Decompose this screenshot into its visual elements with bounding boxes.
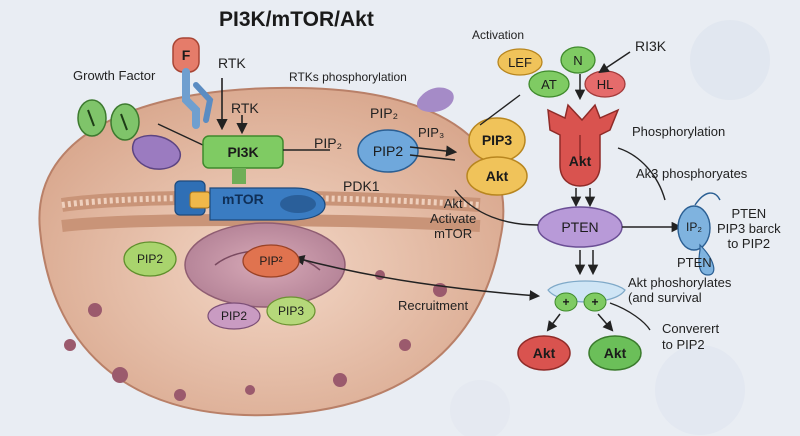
at-label: AT (541, 76, 557, 92)
activation-label: Activation (472, 28, 525, 42)
recruitment-arrow (293, 255, 541, 301)
organelle (88, 303, 102, 317)
pip2-left-label: PIP₂ (314, 135, 342, 151)
akt-bottom-right-node (588, 335, 642, 371)
akt-small-node (466, 156, 528, 196)
ri3k-label: RI3K (635, 38, 667, 54)
akt-activate-label: Akt Activate mTOR (430, 196, 477, 241)
background-blob (450, 380, 510, 436)
background-blob (655, 345, 745, 435)
akt-center-receptor (547, 103, 620, 187)
rtks-phosphorylation-label: RTKs phosphorylation (289, 70, 407, 84)
mtor-label: mTOR (222, 191, 264, 207)
mtor-yellow-block (189, 191, 211, 209)
pten-bottom-label: PTEN (677, 255, 712, 270)
akt-phoshorylates-label: Akt phoshorylates (and survival (628, 275, 732, 305)
pten-center-label: PTEN (561, 219, 599, 235)
floating-molecule (416, 87, 454, 112)
rtk-top-label: RTK (218, 55, 246, 71)
phosphorylation-label: Phosphorylation (632, 124, 726, 139)
pten-tail (698, 243, 715, 276)
rtk-stem (182, 68, 200, 129)
organelle (64, 339, 76, 351)
akt-bottom-right-label: Akt (603, 345, 627, 361)
pip2-cell-bottom-node (207, 302, 261, 330)
pip3-cell-bottom-label: PIP3 (277, 304, 304, 318)
ip2-label: IP₂ (686, 220, 702, 234)
organelle (245, 385, 255, 395)
plus-node-2 (583, 292, 607, 312)
akt-bottom-left-label: Akt (532, 345, 556, 361)
at-node (528, 70, 570, 98)
organelle (333, 373, 347, 387)
ak3-phosphoryates-label: Ak3 phosphoryates (636, 166, 748, 181)
akt-bottom-left-node (517, 335, 571, 371)
rtk-mid-label: RTK (231, 100, 259, 116)
ip2-node (677, 205, 711, 251)
plus-label-1: + (562, 295, 570, 309)
pip3-arrow-label: PIP₃ (418, 125, 445, 140)
pdk1-label: PDK1 (343, 178, 380, 194)
background-blob (690, 20, 770, 100)
akt-center-label: Akt (568, 153, 592, 169)
plus-node-1 (554, 292, 578, 312)
receptor-blob (131, 134, 181, 170)
akt-small-label: Akt (485, 168, 509, 184)
recruitment-label: Recruitment (398, 298, 469, 313)
pip2-top-label: PIP₂ (370, 105, 398, 121)
organelle (399, 339, 411, 351)
pip3-label: PIP3 (481, 132, 513, 148)
converert-label: Converert to PIP2 (662, 321, 720, 352)
pip3-cell-bottom-node (266, 296, 316, 326)
pi3k-label: PI3K (227, 144, 259, 160)
n-node (560, 46, 596, 74)
pip2-nucleus-label: PIP² (259, 254, 283, 268)
plus-label-2: + (591, 295, 599, 309)
pip2-cell-bottom-label: PIP2 (220, 309, 247, 323)
n-label: N (573, 52, 583, 68)
lef-label: LEF (508, 54, 532, 70)
pten-right-label: PTEN PIP3 barck to PIP2 (717, 206, 781, 251)
pip2-cell-left-node (123, 241, 177, 277)
organelle (112, 367, 128, 383)
pip2-cell-left-label: PIP2 (136, 252, 163, 266)
pip2-nucleus-node (242, 244, 300, 278)
pip2-node-label: PIP2 (372, 143, 404, 159)
page-title: PI3K/mTOR/Akt (219, 8, 374, 31)
f-receptor-label: F (181, 47, 191, 63)
hl-label: HL (596, 76, 614, 92)
pip2-node (357, 129, 419, 173)
lef-node (497, 48, 543, 76)
organelle (174, 389, 186, 401)
growth-factor-label: Growth Factor (73, 68, 156, 83)
